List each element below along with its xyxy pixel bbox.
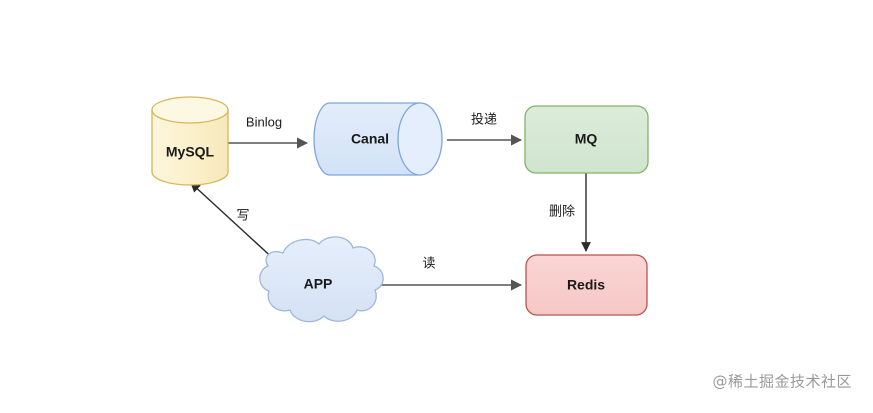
- edge-mq-to-redis: 删除: [549, 173, 591, 252]
- edge-label-delete: 删除: [549, 203, 575, 218]
- canal-cylinder-cap: [397, 102, 443, 176]
- node-canal[interactable]: Canal: [313, 102, 443, 176]
- edge-app-to-redis: 读: [360, 255, 523, 291]
- watermark: @稀土掘金技术社区: [712, 373, 852, 391]
- redis-label: Redis: [567, 277, 605, 293]
- edge-label-deliver: 投递: [471, 111, 497, 126]
- app-cloud-shape: [259, 236, 384, 323]
- edge-label-write: 写: [236, 207, 249, 222]
- redis-box: [525, 254, 648, 316]
- edge-label-read: 读: [422, 255, 435, 270]
- edge-line-write: [190, 182, 278, 263]
- canal-label: Canal: [351, 131, 389, 147]
- node-mq[interactable]: MQ: [524, 105, 649, 174]
- mq-box: [524, 105, 649, 174]
- mq-label: MQ: [575, 131, 598, 147]
- mysql-cylinder-top: [151, 96, 229, 124]
- node-app[interactable]: APP: [259, 236, 384, 323]
- node-redis[interactable]: Redis: [525, 254, 648, 316]
- mysql-cylinder-body: [151, 109, 229, 186]
- canal-cylinder-body: [313, 102, 421, 176]
- edge-label-binlog: Binlog: [246, 114, 282, 129]
- mysql-label: MySQL: [166, 144, 215, 160]
- edge-mysql-to-canal: Binlog: [228, 114, 309, 149]
- edge-canal-to-mq: 投递: [447, 111, 523, 146]
- edge-app-to-mysql: 写: [190, 182, 278, 263]
- node-mysql[interactable]: MySQL: [151, 96, 229, 186]
- app-label: APP: [304, 276, 333, 292]
